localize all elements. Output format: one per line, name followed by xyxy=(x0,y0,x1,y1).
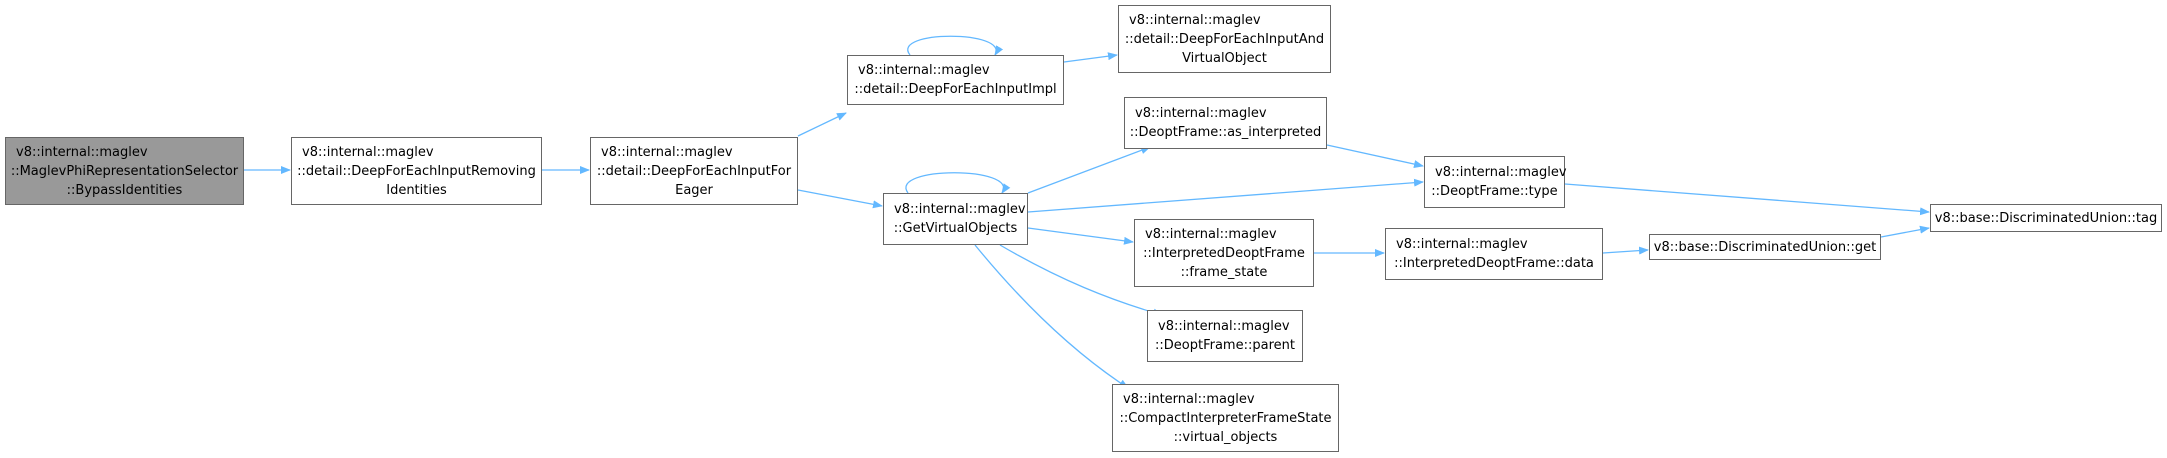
edge-impl-self xyxy=(907,35,1004,56)
node-interpreted-deopt-frame-frame-state[interactable]: v8::internal::maglev ::InterpretedDeoptF… xyxy=(1134,219,1314,287)
node-line: v8::internal::maglev xyxy=(302,144,434,160)
node-line: ::MaglevPhiRepresentationSelector xyxy=(10,163,239,179)
node-line: ::frame_state xyxy=(1180,264,1268,280)
node-discriminated-union-get[interactable]: v8::base::DiscriminatedUnion::get xyxy=(1649,234,1881,260)
edge-getvirtual-virtobjs xyxy=(974,244,1129,389)
edge-get-tag xyxy=(1880,225,1930,238)
node-line: v8::base::DiscriminatedUnion::tag xyxy=(1934,210,2158,226)
node-line: v8::internal::maglev xyxy=(601,144,733,160)
node-line: v8::internal::maglev xyxy=(1123,391,1255,407)
node-bypass-identities[interactable]: v8::internal::maglev ::MaglevPhiRepresen… xyxy=(5,137,244,205)
node-line: ::detail::DeepForEachInputImpl xyxy=(854,82,1057,97)
edge-getvirtual-parent xyxy=(999,244,1163,317)
node-line: ::DeoptFrame::type xyxy=(1431,184,1558,199)
node-deopt-frame-as-interpreted[interactable]: v8::internal::maglev ::DeoptFrame::as_in… xyxy=(1124,97,1327,149)
edge-asinterp-type xyxy=(1326,144,1424,168)
node-deep-for-each-input-and-virtual-object[interactable]: v8::internal::maglev ::detail::DeepForEa… xyxy=(1118,5,1331,73)
node-line: v8::internal::maglev xyxy=(16,144,148,160)
node-line: Eager xyxy=(675,182,713,198)
node-line: ::DeoptFrame::parent xyxy=(1155,338,1295,353)
node-line: v8::internal::maglev xyxy=(1158,319,1290,334)
node-discriminated-union-tag[interactable]: v8::base::DiscriminatedUnion::tag xyxy=(1930,204,2162,232)
node-deep-for-each-input-impl[interactable]: v8::internal::maglev ::detail::DeepForEa… xyxy=(847,55,1064,105)
node-line: v8::internal::maglev xyxy=(1145,226,1277,242)
edge-impl-andvirtual xyxy=(1063,52,1118,63)
node-deep-for-each-input-for-eager[interactable]: v8::internal::maglev ::detail::DeepForEa… xyxy=(590,137,798,205)
node-line: ::GetVirtualObjects xyxy=(893,221,1018,236)
node-line: v8::internal::maglev xyxy=(1396,237,1528,252)
node-deopt-frame-parent[interactable]: v8::internal::maglev ::DeoptFrame::paren… xyxy=(1147,310,1303,362)
edge-eager-getvirtual xyxy=(797,189,883,209)
node-line: v8::internal::maglev xyxy=(1129,12,1261,28)
node-line: Identities xyxy=(386,182,447,198)
node-line: v8::internal::maglev xyxy=(1135,106,1267,121)
node-line: ::detail::DeepForEachInputFor xyxy=(596,163,792,179)
edge-getvirtual-framestate xyxy=(1027,227,1134,245)
edge-getvirtual-self xyxy=(905,172,1011,194)
node-get-virtual-objects[interactable]: v8::internal::maglev ::GetVirtualObjects xyxy=(883,193,1028,245)
node-deopt-frame-type[interactable]: v8::internal::maglev ::DeoptFrame::type xyxy=(1424,156,1567,208)
edge-getvirtual-type xyxy=(1027,178,1424,213)
node-compact-interpreter-frame-state-virtual-objects[interactable]: v8::internal::maglev ::CompactInterprete… xyxy=(1112,384,1339,452)
node-line: ::detail::DeepForEachInputAnd xyxy=(1124,31,1325,47)
node-line: v8::internal::maglev xyxy=(858,63,990,78)
node-line: ::DeoptFrame::as_interpreted xyxy=(1129,125,1322,140)
edge-getvirtual-asinterp xyxy=(1027,146,1151,194)
node-line: v8::internal::maglev xyxy=(894,202,1026,217)
node-line: v8::internal::maglev xyxy=(1435,165,1567,180)
node-interpreted-deopt-frame-data[interactable]: v8::internal::maglev ::InterpretedDeoptF… xyxy=(1385,228,1603,280)
node-deep-for-each-input-removing-identities[interactable]: v8::internal::maglev ::detail::DeepForEa… xyxy=(291,137,542,205)
node-line: v8::base::DiscriminatedUnion::get xyxy=(1653,239,1877,255)
edge-type-tag xyxy=(1564,183,1930,216)
node-line: ::BypassIdentities xyxy=(66,182,183,198)
node-line: ::virtual_objects xyxy=(1173,429,1278,445)
edge-data-get xyxy=(1602,246,1649,255)
node-line: ::InterpretedDeoptFrame xyxy=(1143,245,1305,261)
node-line: ::CompactInterpreterFrameState xyxy=(1119,410,1332,426)
node-line: ::detail::DeepForEachInputRemoving xyxy=(297,163,536,179)
node-line: ::InterpretedDeoptFrame::data xyxy=(1394,256,1594,271)
node-line: VirtualObject xyxy=(1182,50,1267,66)
edge-eager-impl xyxy=(797,112,847,137)
